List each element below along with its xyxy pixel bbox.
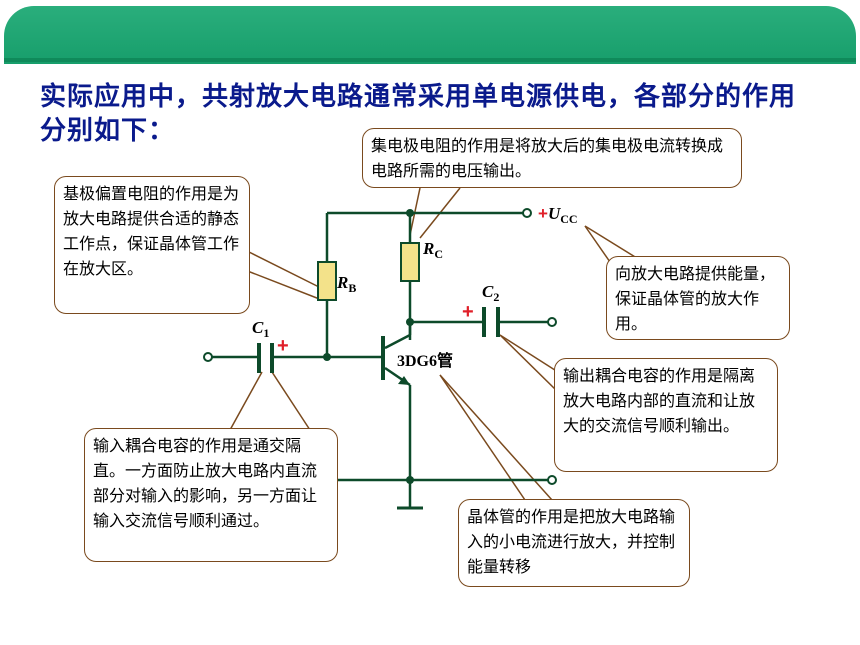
junction-dots — [323, 209, 414, 484]
header-banner — [4, 6, 856, 64]
terminal-output-ground — [547, 475, 557, 485]
capacitors — [257, 307, 500, 373]
pointer-ucc — [584, 225, 611, 263]
callout-output-capacitor: 输出耦合电容的作用是隔离放大电路内部的直流和让放大的交流信号顺利输出。 — [554, 358, 778, 472]
terminal-input — [203, 352, 213, 362]
pointer-c2 — [499, 334, 559, 373]
resistor-rb — [317, 261, 337, 301]
circuit-wires — [212, 211, 548, 510]
resistor-rc — [400, 242, 420, 282]
label-ucc: +UCC — [538, 204, 578, 226]
pointer-rb-2 — [244, 269, 323, 301]
terminal-output — [547, 317, 557, 327]
pointer-c1-2 — [271, 371, 311, 431]
transistor-collector — [384, 333, 411, 350]
label-c2: C2 — [482, 282, 499, 304]
c2-polarity-plus: + — [462, 301, 474, 323]
callout-collector-resistor: 集电极电阻的作用是将放大后的集电极电流转换成电路所需的电压输出。 — [362, 128, 742, 188]
pointer-c2-2 — [499, 334, 559, 393]
header-divider — [4, 58, 856, 62]
label-c1: C1 — [252, 318, 269, 340]
label-transistor: 3DG6管 — [397, 351, 453, 370]
callout-input-capacitor: 输入耦合电容的作用是通交隔直。一方面防止放大电路内直流部分对输入的影响，另一方面… — [84, 428, 338, 562]
callout-base-resistor: 基极偏置电阻的作用是为放大电路提供合适的静态工作点，保证晶体管工作在放大区。 — [54, 176, 250, 314]
emitter-arrow-icon — [398, 376, 410, 385]
callout-transistor: 晶体管的作用是把放大电路输入的小电流进行放大，并控制能量转移 — [458, 499, 690, 587]
pointer-c1 — [229, 371, 263, 431]
pointer-rb — [244, 249, 326, 291]
intro-text: 实际应用中，共射放大电路通常采用单电源供电，各部分的作用分别如下： — [40, 82, 797, 146]
pointer-ucc-2 — [584, 225, 641, 261]
terminal-ucc — [522, 208, 532, 218]
label-rb: RB — [336, 273, 356, 295]
callout-power-supply: 向放大电路提供能量，保证晶体管的放大作用。 — [606, 256, 790, 340]
label-rc: RC — [422, 239, 443, 261]
pointer-rc — [409, 187, 421, 236]
c1-polarity-plus: + — [277, 335, 289, 357]
